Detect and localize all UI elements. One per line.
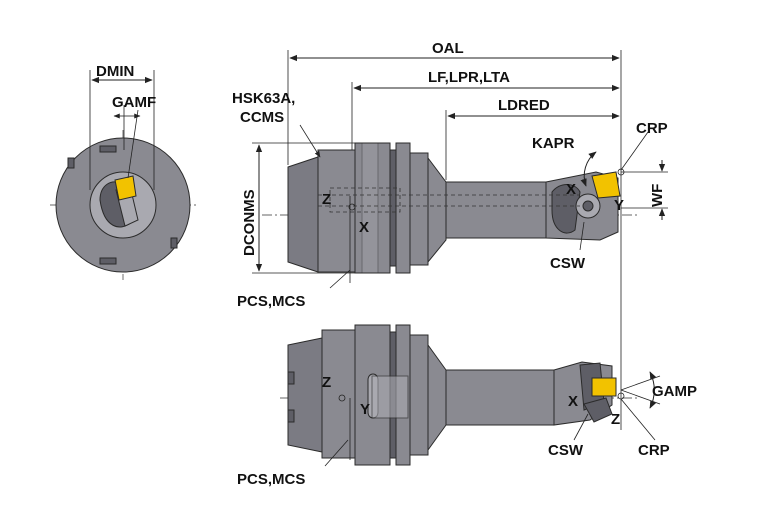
crp-bottom-label: CRP [638,442,670,459]
bottom-z-axis: Z [322,374,331,391]
pcs-mcs-top-label: PCS,MCS [237,293,305,310]
kapr-label: KAPR [532,135,575,152]
hsk-label: HSK63A, [232,90,295,107]
csw-top-label: CSW [550,255,586,272]
top-x-axis: X [359,219,369,236]
oal-label: OAL [432,40,464,57]
bottom-head-x-axis: X [568,393,578,410]
end-view [50,70,196,280]
top-side-view [262,142,640,283]
dmin-label: DMIN [96,63,134,80]
lf-lpr-lta-label: LF,LPR,LTA [428,69,510,86]
bottom-y-axis: Y [360,401,370,418]
top-dimensions [252,50,668,430]
csw-bottom-label: CSW [548,442,584,459]
bottom-side-view [280,324,640,466]
gamf-label: GAMF [112,94,156,111]
wf-label: WF [649,184,666,207]
gamp-label: GAMP [652,383,697,400]
crp-top-label: CRP [636,120,668,137]
pcs-mcs-bottom-label: PCS,MCS [237,471,305,488]
top-head-x-axis: X [566,181,576,198]
ccms-label: CCMS [240,109,284,126]
dconms-label: DCONMS [241,189,258,256]
bottom-head-z-axis: Z [611,411,620,428]
ldred-label: LDRED [498,97,550,114]
bottom-dimensions [324,371,661,467]
top-z-axis: Z [322,191,331,208]
top-head-y-axis: Y [614,197,624,214]
